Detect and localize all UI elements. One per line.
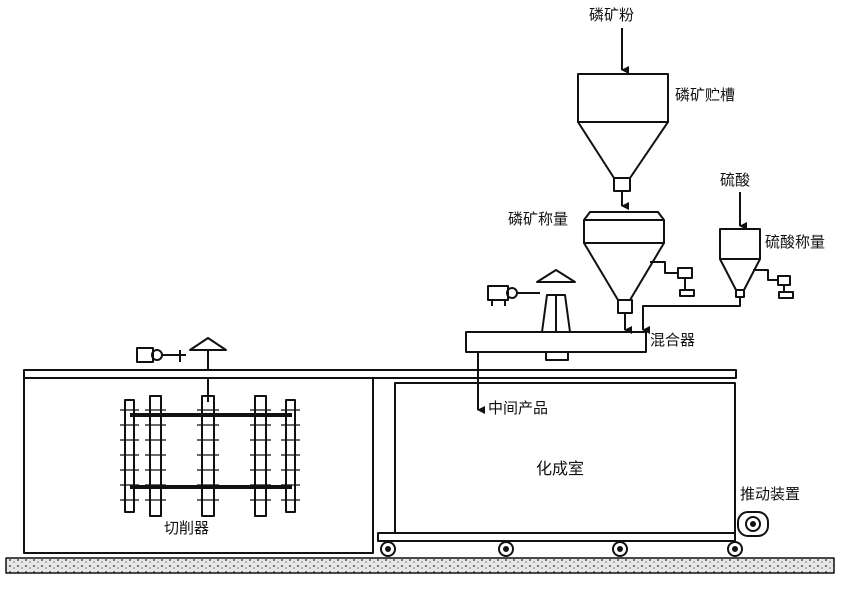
pushing-device-label: 推动装置 [740,485,801,503]
phosphate-weighing-label: 磷矿称量 [508,210,569,228]
phosphate-weighing-hopper [583,211,695,314]
mixer-label: 混合器 [650,331,696,349]
cutter [120,378,300,517]
cart [377,532,743,557]
mixer [465,269,647,361]
top-beam [23,369,737,379]
intermediate-product-label: 中间产品 [488,399,549,417]
sulfuric-acid-weighing-label: 硫酸称量 [765,233,826,251]
curing-chamber [394,382,736,534]
phosphate-powder-label: 磷矿粉 [589,6,635,24]
pushing-device [737,511,769,537]
curing-chamber-label: 化成室 [536,459,585,478]
sulfuric-acid-label: 硫酸 [720,171,751,189]
acid-pipe [642,297,741,334]
phosphate-storage-tank-label: 磷矿贮槽 [675,86,736,104]
cutter-enclosure [23,378,374,554]
cutter-label: 切削器 [164,519,210,537]
ground [5,557,835,574]
cutter-drive [136,337,227,370]
phosphate-storage-tank [577,73,669,192]
